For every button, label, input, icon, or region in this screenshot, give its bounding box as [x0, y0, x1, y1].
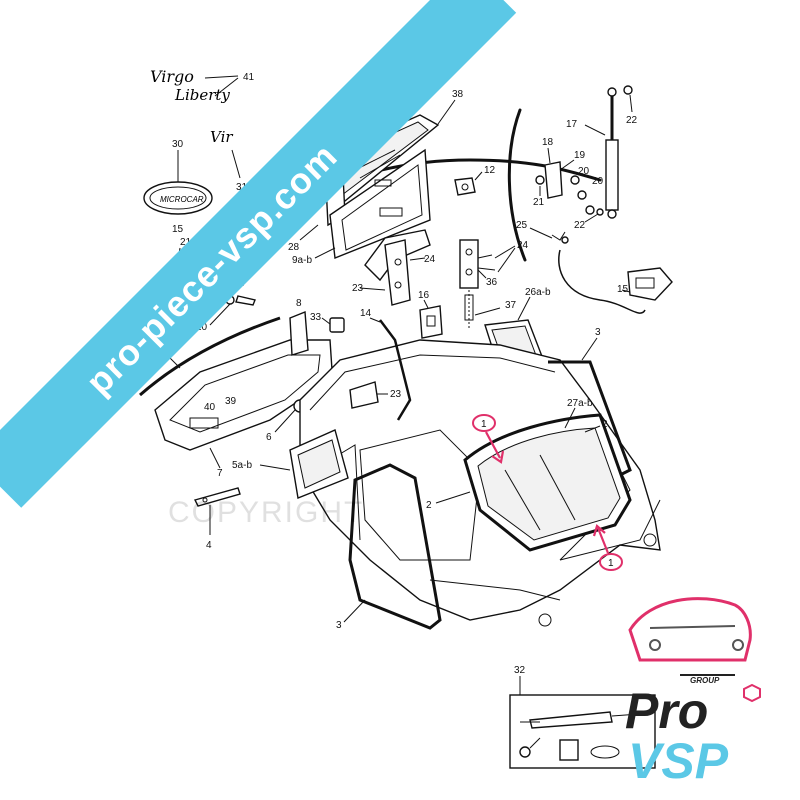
highlight-callout-1-top: [472, 414, 505, 464]
callout-20c: 20: [196, 322, 208, 333]
callout-36: 36: [486, 277, 498, 288]
callout-27ab: 27a-b: [567, 398, 593, 409]
model-badge-virgo: Virgo Liberty: [150, 67, 230, 104]
callout-41: 41: [243, 72, 255, 83]
callout-21b: 21: [180, 237, 192, 248]
logo-car-outline: [628, 597, 752, 662]
bumper-bracket-8: [289, 310, 309, 356]
model-badge-vir: Vir: [210, 128, 233, 146]
side-glass-5: [289, 429, 349, 499]
callout-3a: 3: [595, 327, 601, 338]
callout-31: 31: [236, 182, 248, 193]
release-cable: [551, 231, 673, 314]
callout-17: 17: [566, 119, 578, 130]
provsp-logo: GROUP Pro VSP: [625, 597, 761, 789]
clip-4: [193, 487, 241, 507]
callout-18: 18: [542, 137, 554, 148]
callout-21a: 21: [533, 197, 545, 208]
door-seal-3-left: [348, 463, 442, 630]
hinge-bracket: [535, 161, 604, 216]
callout-26ab: 26a-b: [525, 287, 551, 298]
badge-microcar-text: MICROCAR: [160, 195, 204, 204]
seal-3-right: [548, 360, 632, 477]
callout-39: 39: [225, 396, 237, 407]
callout-15b: 15: [617, 284, 629, 295]
seal-14: [379, 319, 412, 421]
callout-16: 16: [418, 290, 430, 301]
badge-liberty-text: Liberty: [174, 86, 230, 104]
callout-4: 4: [206, 540, 212, 551]
callout-40: 40: [204, 402, 216, 413]
callout-22b: 22: [574, 220, 586, 231]
logo-hex-icon: [743, 683, 761, 703]
callout-22a: 22: [626, 115, 638, 126]
callout-30: 30: [172, 139, 184, 150]
rear-panel-trim: [139, 316, 333, 451]
callout-8: 8: [296, 298, 302, 309]
lock-bracket-23: [364, 229, 431, 306]
callout-24b: 24: [517, 240, 529, 251]
logo-group-text: GROUP: [690, 676, 720, 685]
latch-16: [419, 305, 443, 339]
highlight-callout-1-bottom: [592, 524, 623, 571]
callout-37: 37: [505, 300, 517, 311]
logo-vsp-text: VSP: [628, 733, 729, 789]
badge-vir-text: Vir: [210, 128, 233, 146]
rear-windscreen-27: [463, 413, 632, 552]
callout-24a: 24: [424, 254, 436, 265]
callout-14: 14: [360, 308, 372, 319]
logo-pro-text: Pro: [625, 683, 708, 739]
callout-28: 28: [288, 242, 300, 253]
callout-9ab: 9a-b: [292, 255, 312, 266]
callout-6: 6: [266, 432, 272, 443]
callout-20b: 20: [592, 176, 604, 187]
glue-kit-32: [509, 694, 656, 769]
callout-1a: 1: [481, 419, 487, 430]
callout-23a: 23: [352, 283, 364, 294]
callout-23b: 23: [390, 389, 402, 400]
callout-20a: 20: [578, 166, 590, 177]
callout-2b: 2: [426, 500, 432, 511]
callout-32: 32: [514, 665, 526, 676]
callout-2a: 2: [602, 419, 608, 430]
callout-1b: 1: [608, 558, 614, 569]
latch-12: [454, 177, 476, 196]
callout-38: 38: [452, 89, 464, 100]
microcar-badge: MICROCAR: [143, 181, 213, 215]
callout-7: 7: [217, 468, 223, 479]
badge-virgo-text: Virgo: [150, 67, 194, 86]
section-arc-right: [507, 108, 527, 262]
callout-33: 33: [310, 312, 322, 323]
gas-strut: [605, 85, 633, 219]
callout-25: 25: [516, 220, 528, 231]
striker-36: [459, 239, 496, 330]
callout-5ab: 5a-b: [232, 460, 252, 471]
bracket-23b: [349, 381, 379, 409]
callout-19: 19: [574, 150, 586, 161]
copyright-watermark: COPYRIGHT: [168, 496, 364, 529]
callout-3b: 3: [336, 620, 342, 631]
callout-12: 12: [484, 165, 496, 176]
rubber-stop-33: [329, 317, 345, 333]
callout-15a: 15: [172, 224, 184, 235]
